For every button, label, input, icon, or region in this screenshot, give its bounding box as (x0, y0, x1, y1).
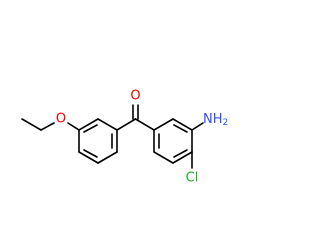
bond-right-ring-1 (153, 118, 174, 131)
atom-labels: O NH2 Cl O (56, 89, 228, 186)
bond-left-ring-inner-3 (83, 124, 98, 133)
structure-canvas: O NH2 Cl O (21, 89, 228, 186)
atom-label-carbonyl-o: O (130, 89, 140, 104)
atom-label-chlorine: Cl (186, 171, 199, 186)
bond-left-ring-6 (97, 118, 118, 131)
bond-right-ring-4 (172, 151, 193, 164)
bond-right-ring-inner-2 (173, 149, 188, 158)
bond-ether-o-to-ch2 (40, 122, 55, 131)
bonds (21, 104, 204, 169)
bond-left-ring-5 (78, 118, 99, 131)
bond-ring-to-ether-o (67, 122, 80, 131)
molecule-structure: O NH2 Cl O (21, 89, 228, 186)
bond-carbonyl-left-ring (116, 118, 137, 131)
bond-ch2-to-ch3 (21, 118, 42, 131)
bond-left-ring-3 (78, 151, 99, 164)
bond-left-ring-inner-2 (83, 149, 98, 158)
bond-right-ring-2 (172, 118, 193, 131)
atom-label-ether-o: O (56, 112, 66, 127)
bond-left-ring-2 (97, 151, 118, 164)
atom-label-amino: NH2 (203, 112, 228, 128)
atom-label-amino-subscript: 2 (223, 118, 229, 128)
atom-label-amino-main: NH (203, 112, 223, 127)
bond-ring-to-nh2 (191, 122, 204, 131)
bond-right-ring-inner-1 (173, 124, 188, 133)
bond-right-ring-5 (153, 151, 174, 164)
bond-carbonyl-right-ring (134, 118, 155, 131)
